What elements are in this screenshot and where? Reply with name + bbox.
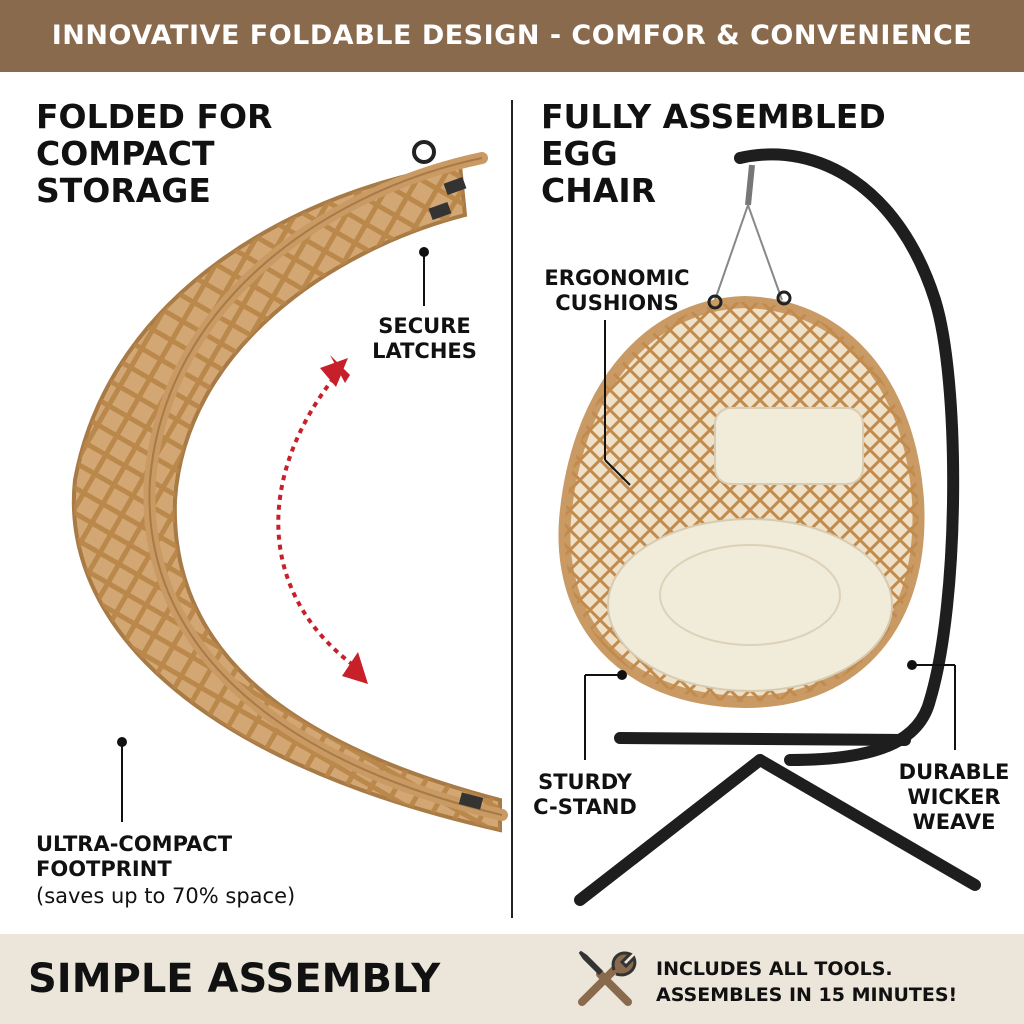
- sturdy-c-stand-label: STURDY C-STAND: [533, 770, 637, 819]
- banner-title: INNOVATIVE FOLDABLE DESIGN - COMFOR & CO…: [51, 20, 973, 51]
- simple-assembly-title: SIMPLE ASSEMBLY: [28, 956, 441, 1002]
- wrench-screwdriver-icon: [578, 950, 637, 1006]
- egg-chair-image: [558, 290, 925, 709]
- secure-latches-label: SECURE LATCHES: [372, 314, 477, 363]
- left-heading: FOLDED FOR COMPACT STORAGE: [36, 97, 273, 210]
- top-banner: [0, 0, 1024, 72]
- c-stand-image: [574, 148, 981, 906]
- footer-note: INCLUDES ALL TOOLS. ASSEMBLES IN 15 MINU…: [656, 958, 958, 1006]
- footer-bar: [0, 934, 1024, 1024]
- footprint-note: (saves up to 70% space): [36, 884, 296, 908]
- ergonomic-cushions-label: ERGONOMIC CUSHIONS: [544, 266, 690, 315]
- fold-arrow: [276, 368, 362, 672]
- folded-chair-image: [71, 140, 508, 833]
- durable-wicker-label: DURABLE WICKER WEAVE: [898, 760, 1010, 834]
- right-heading: FULLY ASSEMBLED EGG CHAIR: [541, 97, 886, 210]
- ultra-compact-label: ULTRA-COMPACT FOOTPRINT: [36, 832, 233, 881]
- center-divider: [511, 100, 513, 918]
